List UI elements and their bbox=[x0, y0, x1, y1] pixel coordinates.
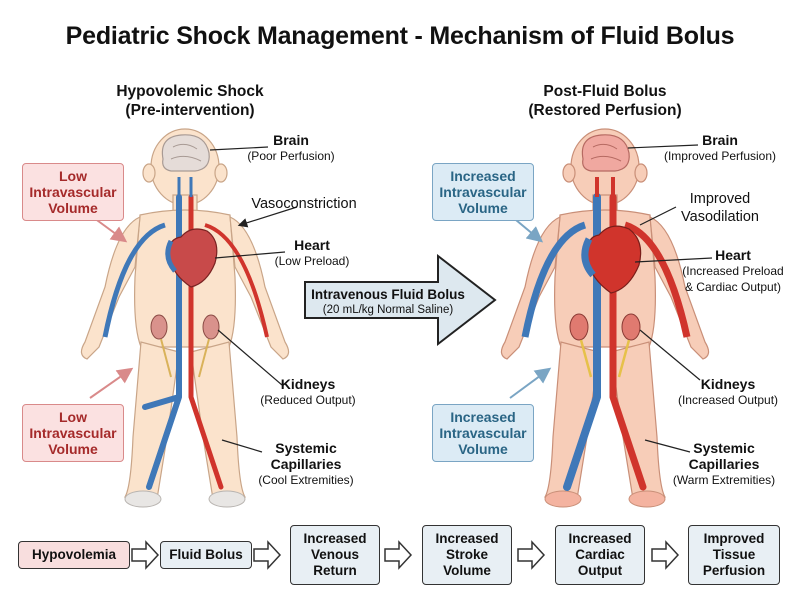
left-label-heart: Heart (Low Preload) bbox=[274, 237, 350, 268]
left-heart-leader bbox=[214, 251, 286, 259]
flow-arrows bbox=[131, 540, 680, 570]
right-kidney-leader bbox=[639, 329, 701, 381]
left-callout-arrow-bottom bbox=[89, 367, 134, 399]
right-callout-bottom: Increased Intravascular Volume bbox=[432, 404, 534, 462]
left-panel-title: Hypovolemic Shock (Pre-intervention) bbox=[60, 82, 320, 120]
right-capillary-leader bbox=[644, 439, 691, 453]
left-vaso-leader bbox=[237, 206, 298, 228]
left-panel-heading: Hypovolemic Shock bbox=[116, 83, 264, 100]
flow-step-tissue-perfusion: Improved Tissue Perfusion bbox=[688, 525, 780, 585]
right-label-heart: Heart (Increased Preload & Cardiac Outpu… bbox=[682, 247, 784, 294]
right-callout-top: Increased Intravascular Volume bbox=[432, 163, 534, 221]
left-brain bbox=[161, 134, 210, 172]
left-kidney-l bbox=[150, 314, 168, 340]
right-panel-heading: Post-Fluid Bolus bbox=[543, 83, 667, 100]
flow-step-stroke-volume: Increased Stroke Volume bbox=[422, 525, 512, 585]
left-brain-leader bbox=[209, 146, 269, 151]
flow-step-venous-return: Increased Venous Return bbox=[290, 525, 380, 585]
left-label-brain: Brain (Poor Perfusion) bbox=[247, 132, 335, 163]
left-label-kidneys: Kidneys (Reduced Output) bbox=[260, 376, 356, 407]
left-capillary-leader bbox=[221, 439, 263, 453]
right-panel-subheading: (Restored Perfusion) bbox=[528, 102, 682, 119]
left-panel-subheading: (Pre-intervention) bbox=[125, 102, 255, 119]
right-child-figure bbox=[500, 128, 710, 508]
right-callout-arrow-bottom bbox=[509, 367, 552, 399]
left-callout-bottom: Low Intravascular Volume bbox=[22, 404, 124, 462]
left-label-capillaries: Systemic Capillaries (Cool Extremities) bbox=[258, 440, 354, 487]
right-brain bbox=[581, 134, 630, 172]
left-kidney-leader bbox=[217, 329, 283, 386]
flow-step-cardiac-output: Increased Cardiac Output bbox=[555, 525, 645, 585]
right-heart-leader bbox=[634, 257, 713, 263]
right-label-kidneys: Kidneys (Increased Output) bbox=[677, 376, 779, 407]
page-title: Pediatric Shock Management - Mechanism o… bbox=[65, 22, 735, 50]
right-panel-title: Post-Fluid Bolus (Restored Perfusion) bbox=[475, 82, 735, 120]
left-child-figure bbox=[80, 128, 290, 508]
right-vaso-leader bbox=[639, 206, 677, 226]
left-callout-top: Low Intravascular Volume bbox=[22, 163, 124, 221]
right-label-brain: Brain (Improved Perfusion) bbox=[663, 132, 777, 163]
flow-step-hypovolemia: Hypovolemia bbox=[18, 541, 130, 569]
right-kidney-r bbox=[621, 313, 641, 341]
right-label-vasodilation: Improved Vasodilation bbox=[681, 191, 759, 225]
center-arrow-shape bbox=[304, 253, 497, 347]
left-label-vasoconstriction: Vasoconstriction bbox=[251, 196, 357, 212]
right-kidney-l bbox=[569, 313, 589, 341]
right-brain-leader bbox=[627, 144, 699, 149]
center-arrow-label: Intravenous Fluid Bolus (20 mL/kg Normal… bbox=[311, 287, 465, 316]
right-label-capillaries: Systemic Capillaries (Warm Extremities) bbox=[672, 440, 776, 487]
left-kidney-r bbox=[202, 314, 220, 340]
flow-step-fluid-bolus: Fluid Bolus bbox=[160, 541, 252, 569]
